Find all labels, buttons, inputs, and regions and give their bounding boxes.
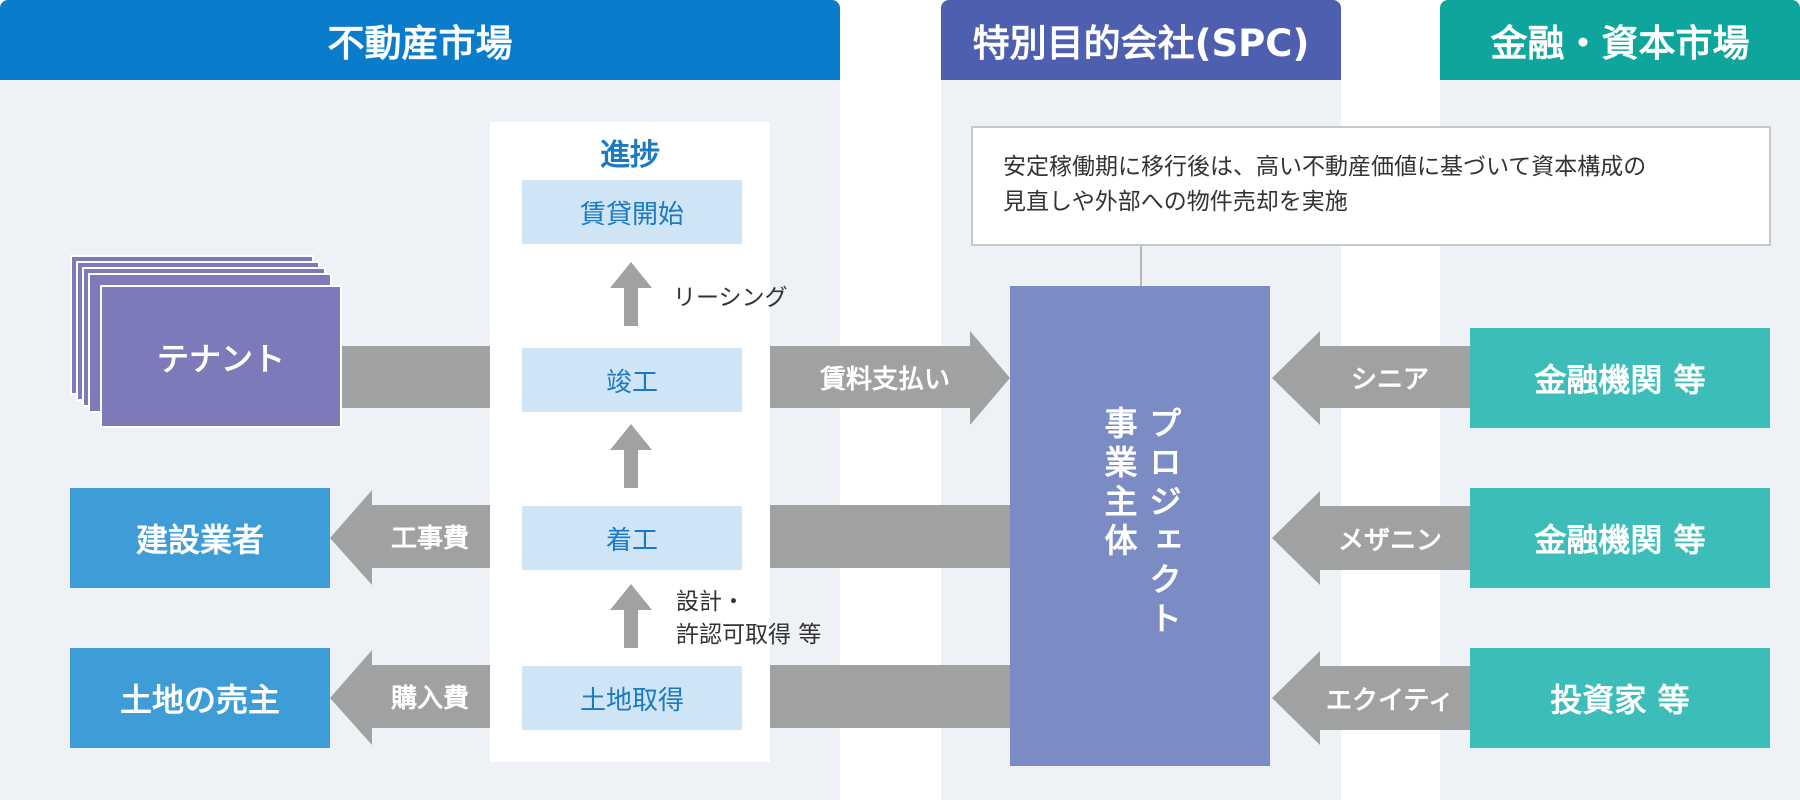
project-entity-label: プロジェクト 事業主体 (1099, 406, 1183, 640)
step-land-acquisition: 土地取得 (522, 666, 742, 730)
progress-title: 進捗 (600, 138, 660, 173)
provider-investors-equity: 投資家 等 (1470, 648, 1770, 748)
up-arrow-leasing (610, 262, 652, 326)
construction-cost-label: 工事費 (390, 524, 469, 554)
up-arrow-construction (610, 424, 652, 488)
transition-leasing: リーシング (673, 285, 788, 311)
connector-land-acquisition (770, 665, 1010, 728)
tranche-equity-label: エクイティ (1326, 685, 1454, 716)
header-spc: 特別目的会社(SPC) (941, 0, 1341, 80)
mezzanine-arrow (1272, 491, 1470, 585)
purchase-cost-label: 購入費 (390, 684, 469, 714)
tranche-senior-label: シニア (1350, 364, 1429, 395)
tenant-box: テナント (100, 285, 342, 428)
connector-start-construction (770, 505, 1010, 568)
senior-arrow (1272, 331, 1470, 425)
step-construction-start: 着工 (522, 506, 742, 570)
header-finance-market: 金融・資本市場 (1440, 0, 1800, 80)
provider-financial-institutions-senior: 金融機関 等 (1470, 328, 1770, 428)
step-completion: 竣工 (522, 348, 742, 412)
contractor-box: 建設業者 (70, 488, 330, 588)
construction-cost-arrow (330, 490, 492, 585)
provider-financial-institutions-mezzanine: 金融機関 等 (1470, 488, 1770, 588)
land-seller-box: 土地の売主 (70, 648, 330, 748)
purchase-cost-arrow (330, 650, 492, 745)
rent-payment-arrow (770, 331, 1010, 425)
header-real-estate-market: 不動産市場 (0, 0, 840, 80)
up-arrow-design (610, 584, 652, 648)
project-entity-box: プロジェクト 事業主体 (1010, 286, 1270, 766)
tenant-connector (342, 346, 492, 408)
equity-arrow (1272, 651, 1470, 745)
step-leasing-start: 賃貸開始 (522, 180, 742, 244)
spc-note: 安定稼働期に移行後は、高い不動産価値に基づいて資本構成の 見直しや外部への物件売… (971, 126, 1771, 246)
transition-design-permits: 設計・ 許認可取得 等 (676, 589, 822, 649)
rent-payment-label: 賃料支払い (819, 364, 950, 395)
tranche-mezzanine-label: メザニン (1337, 525, 1442, 556)
